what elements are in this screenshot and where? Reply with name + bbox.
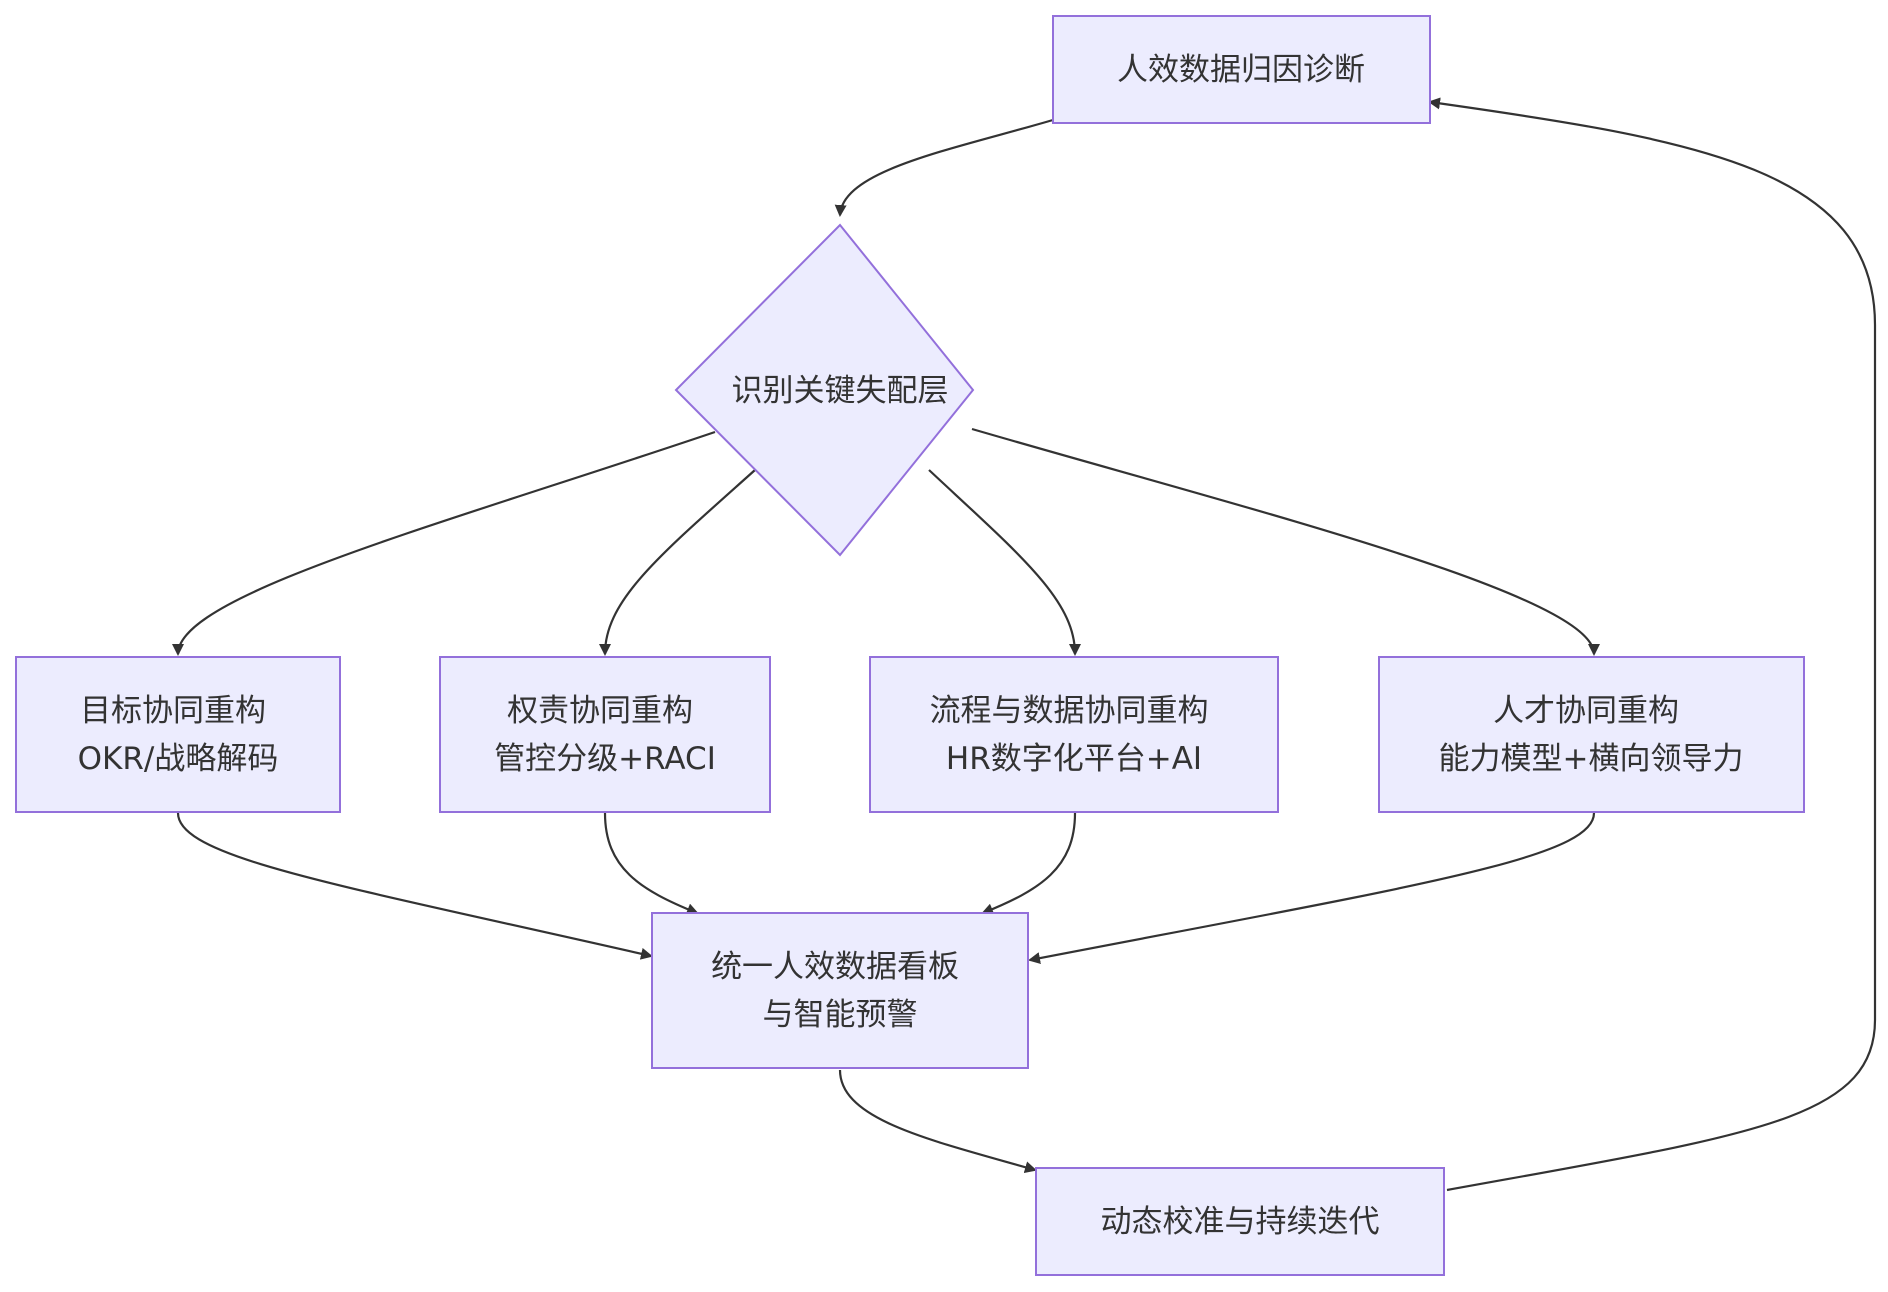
node-talent-line-1: 人才协同重构 (1493, 693, 1679, 729)
edge-dashboard-to-calibrate (838, 1069, 1037, 1174)
edges (172, 97, 1877, 1192)
svg-text:统一人效数据看板 与智能预警: 统一人效数据看板 与智能预警 (711, 949, 969, 1033)
node-talent[interactable]: 人才协同重构 能力模型+横向领导力 (1378, 656, 1805, 813)
node-dashboard-line-2: 与智能预警 (763, 997, 918, 1033)
svg-text:目标协同重构 OKR/战略解码: 目标协同重构 OKR/战略解码 (78, 693, 279, 777)
edge-process-to-dashboard (981, 812, 1077, 915)
edge-goal-to-dashboard (176, 812, 653, 960)
node-process[interactable]: 流程与数据协同重构 HR数字化平台+AI (869, 656, 1279, 813)
node-diagnosis-line-1: 人效数据归因诊断 (1117, 52, 1365, 88)
node-talent-line-2: 能力模型+横向领导力 (1439, 741, 1744, 777)
node-dashboard[interactable]: 统一人效数据看板 与智能预警 (651, 912, 1029, 1069)
node-diagnosis[interactable]: 人效数据归因诊断 (1052, 15, 1431, 124)
node-process-line-2: HR数字化平台+AI (946, 741, 1202, 777)
node-calibrate-line-1: 动态校准与持续迭代 (1101, 1204, 1380, 1240)
node-process-line-1: 流程与数据协同重构 (930, 693, 1209, 729)
node-identify-line-1: 识别关键失配层 (732, 373, 949, 409)
edge-identify-to-talent (971, 427, 1600, 656)
edge-diagnosis-to-identify (834, 118, 1054, 217)
edge-talent-to-dashboard (1028, 812, 1596, 965)
svg-text:人效数据归因诊断: 人效数据归因诊断 (1117, 52, 1365, 88)
node-authority[interactable]: 权责协同重构 管控分级+RACI (439, 656, 771, 813)
svg-text:识别关键失配层: 识别关键失配层 (732, 373, 949, 409)
svg-text:权责协同重构 管控分级+RACI: 权责协同重构 管控分级+RACI (494, 693, 716, 777)
edge-identify-to-goal (172, 430, 716, 656)
node-authority-line-1: 权责协同重构 (507, 693, 693, 729)
node-dashboard-line-1: 统一人效数据看板 (711, 949, 959, 985)
svg-text:人才协同重构 能力模型+横向领导力: 人才协同重构 能力模型+横向领导力 (1439, 693, 1744, 777)
edge-calibrate-to-diagnosis (1428, 97, 1877, 1192)
node-goal-line-2: OKR/战略解码 (78, 741, 279, 777)
edge-authority-to-dashboard (603, 812, 699, 915)
svg-text:流程与数据协同重构 HR数字化平台+AI: 流程与数据协同重构 HR数字化平台+AI (930, 693, 1219, 777)
svg-text:动态校准与持续迭代: 动态校准与持续迭代 (1101, 1204, 1380, 1240)
node-identify-decision[interactable]: 识别关键失配层 (674, 223, 975, 557)
node-goal-line-1: 目标协同重构 (80, 693, 266, 729)
node-goal[interactable]: 目标协同重构 OKR/战略解码 (15, 656, 341, 813)
node-authority-line-2: 管控分级+RACI (494, 741, 716, 777)
edge-identify-to-authority (599, 469, 756, 656)
node-calibrate[interactable]: 动态校准与持续迭代 (1035, 1167, 1445, 1276)
edge-identify-to-process (928, 469, 1081, 656)
